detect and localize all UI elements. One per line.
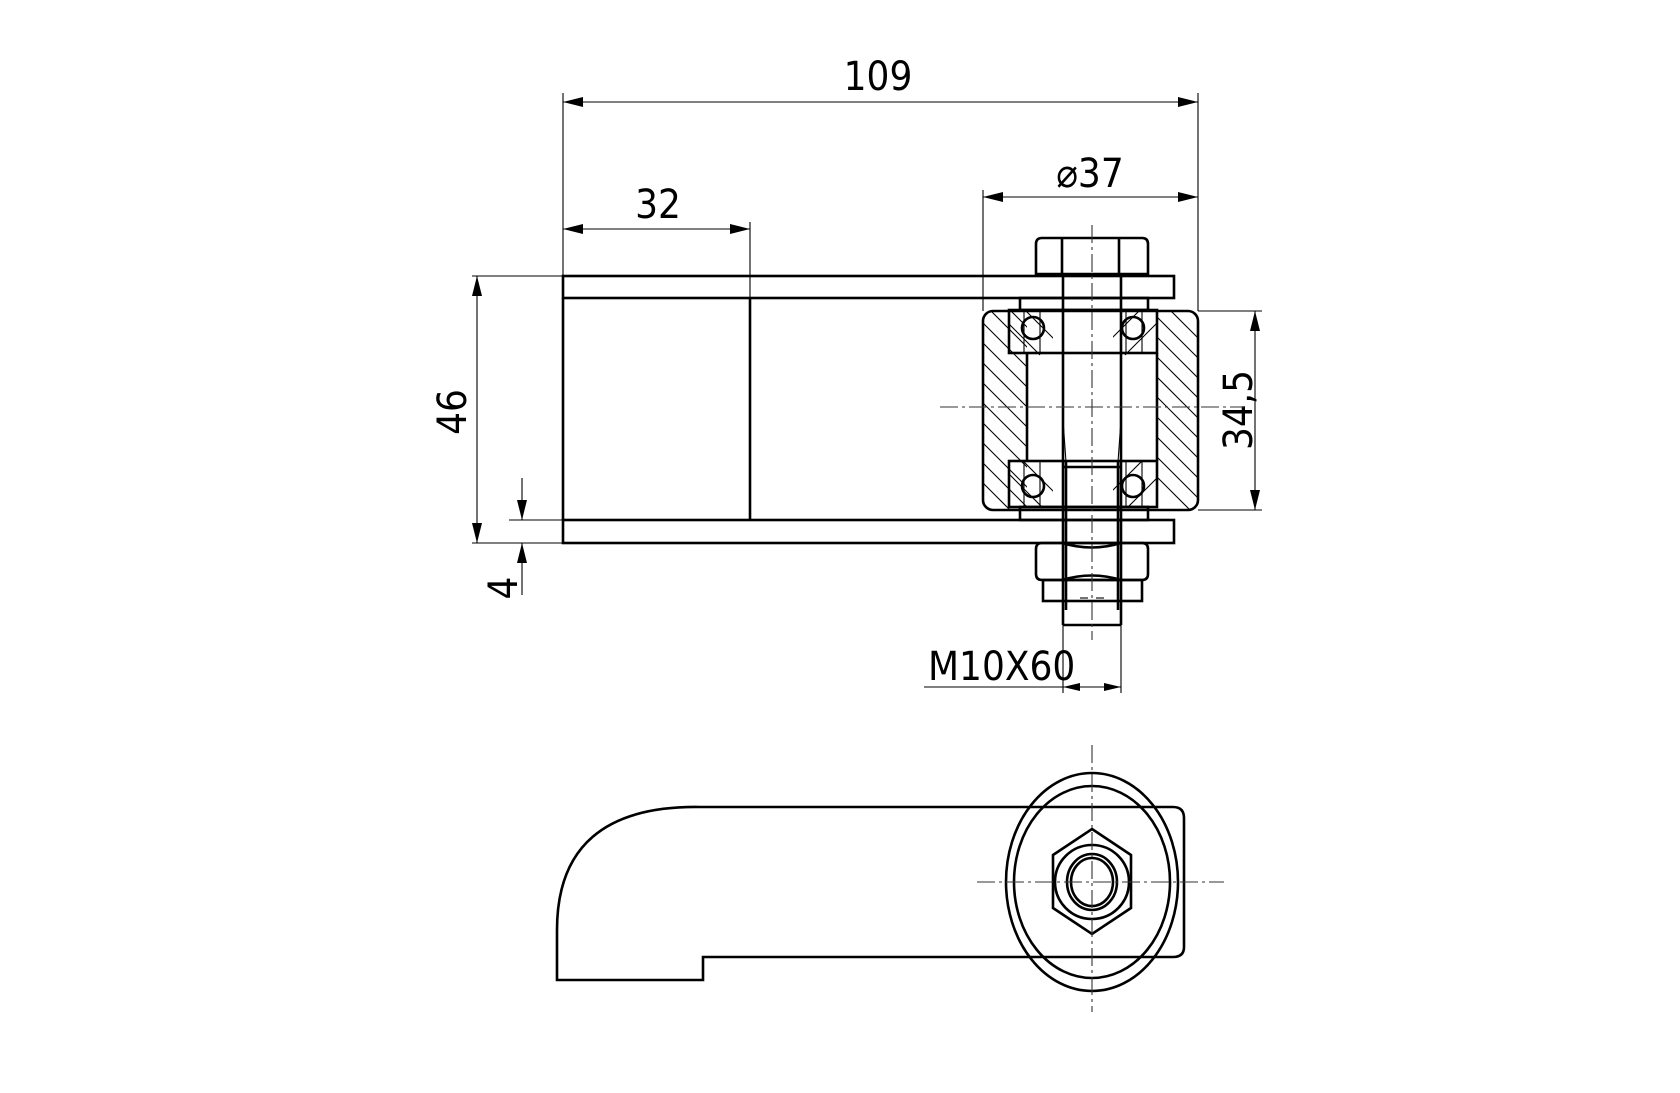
washer-top xyxy=(1018,296,1150,312)
top-view xyxy=(555,745,1224,1012)
bolt xyxy=(1034,236,1150,627)
dim-label-109: 109 xyxy=(844,54,913,100)
dim-label-32: 32 xyxy=(635,182,681,228)
front-view: 109 32 ⌀37 46 xyxy=(430,54,1262,693)
bearing-top xyxy=(1007,308,1159,356)
dimension-plate-thickness: 4 xyxy=(481,478,563,599)
dimension-bolt-spec: M10X60 xyxy=(924,620,1122,693)
dim-label-m10x60: M10X60 xyxy=(928,644,1075,690)
hinge-arm-outline xyxy=(555,805,1186,982)
dimension-overall-length: 109 xyxy=(562,54,1199,311)
bearing-bottom xyxy=(1007,459,1159,509)
washer-bottom xyxy=(1018,505,1150,522)
dim-label-diameter-37: ⌀37 xyxy=(1056,151,1123,197)
dimension-overall-height: 46 xyxy=(430,275,563,544)
dimension-plate-segment: 32 xyxy=(563,182,751,520)
dim-label-46: 46 xyxy=(430,389,476,435)
dim-label-34-5: 34,5 xyxy=(1216,370,1262,450)
dim-label-4: 4 xyxy=(481,577,527,600)
dimension-roller-width: 34,5 xyxy=(1198,310,1262,511)
dimension-roller-diameter: ⌀37 xyxy=(982,151,1198,311)
hinge-plates xyxy=(561,274,1176,545)
